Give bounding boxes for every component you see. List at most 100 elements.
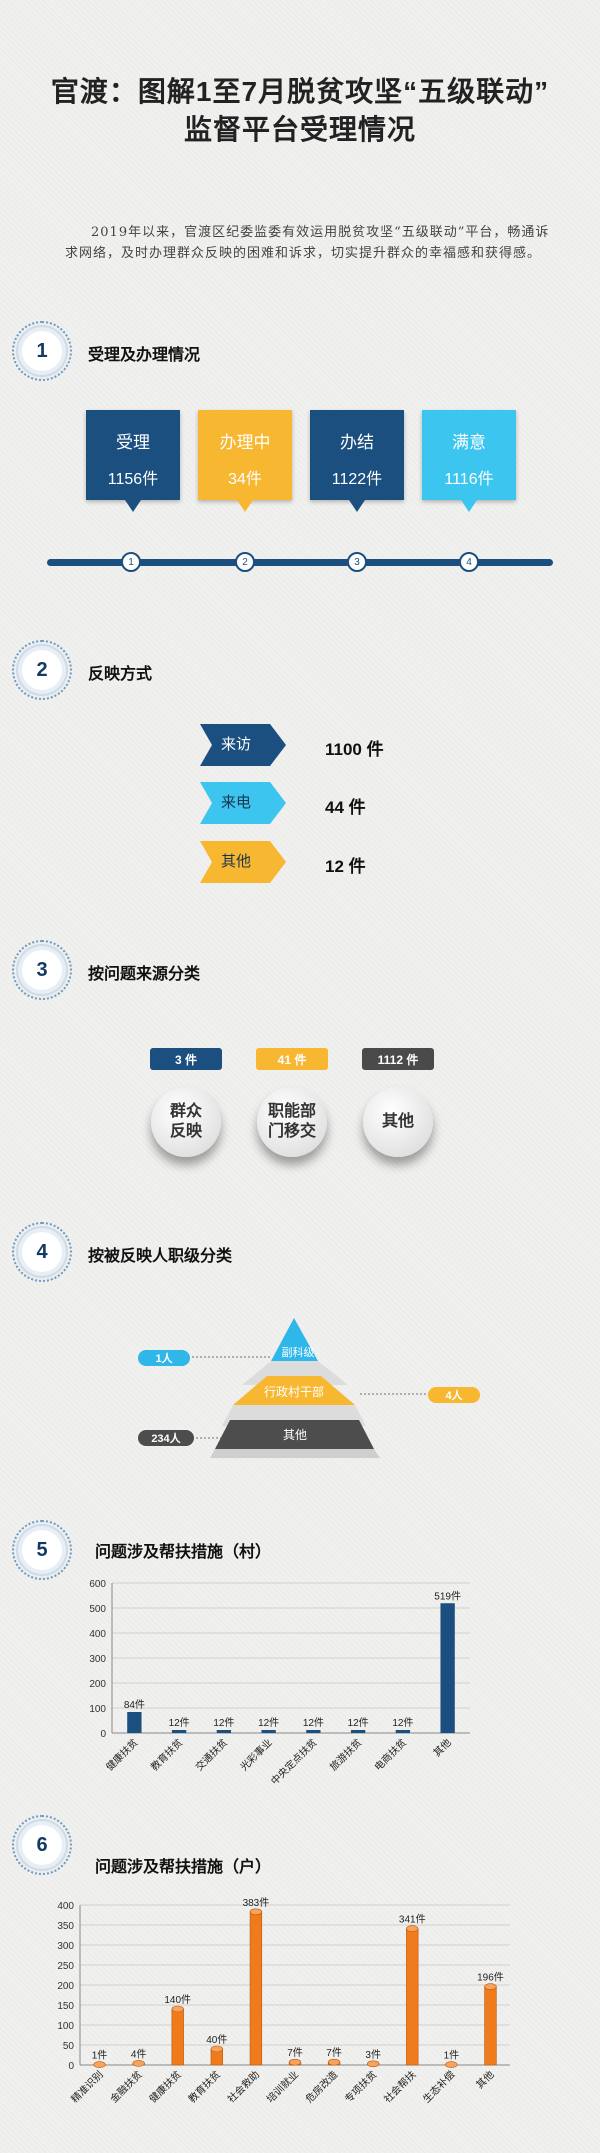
y-tick-label: 300 [57,1941,74,1952]
data-label: 40件 [206,2034,227,2046]
data-label: 12件 [348,1717,369,1729]
y-tick-label: 400 [89,1629,106,1640]
category-label: 危房改造 [303,2068,340,2105]
data-label: 84件 [124,1699,145,1711]
y-tick-label: 500 [89,1604,106,1615]
bar [306,1730,321,1733]
page-title-line1: 官渡：图解1至7月脱贫攻坚“五级联动” [50,76,550,107]
processing-label: 办结 [340,433,374,452]
bar [171,2008,184,2066]
processing-card-completed: 办结 1122件 [310,410,404,512]
y-tick-label: 100 [57,2021,74,2032]
y-tick-label: 0 [68,2061,74,2072]
channel-visit-arrow [200,724,286,766]
bar [171,1730,187,1733]
source-circle-public: 群众反映 [151,1087,221,1157]
source-label-line1: 职能部 [267,1103,316,1120]
bar-cap [445,2061,458,2068]
y-tick-label: 0 [100,1729,106,1740]
timeline-node-4: 4 [459,552,479,572]
y-tick-label: 200 [89,1679,106,1690]
bar [216,1730,232,1733]
processing-label: 受理 [116,433,150,452]
section-6-badge: 6 [12,1815,72,1875]
data-label: 1件 [92,2050,108,2062]
pyramid-tier-middle [233,1376,355,1405]
data-label: 12件 [392,1717,413,1729]
processing-value: 1116件 [444,471,494,488]
processing-label: 办理中 [219,433,271,452]
pyramid-tier-bottom [215,1420,374,1449]
data-label: 1件 [444,2050,460,2062]
channel-phone-label: 来电 [220,794,251,811]
section-3-badge: 3 [12,940,72,1000]
y-tick-label: 150 [57,2001,74,2012]
page-title-line2: 监督平台受理情况 [183,114,416,145]
processing-value: 1122件 [331,471,383,488]
category-label: 金融扶贫 [107,2068,144,2105]
channel-visit-label: 来访 [220,736,251,753]
data-label: 4件 [131,2048,147,2060]
channel-other-label: 其他 [220,853,251,870]
category-label: 中央定点扶贫 [268,1736,320,1788]
bar [350,1730,366,1733]
source-label-line1: 群众 [169,1103,202,1120]
bar-cap [406,1925,419,1932]
pyramid-tier-top [271,1318,318,1361]
category-label: 旅游扶贫 [327,1736,364,1773]
channel-phone-arrow [200,782,286,824]
bar-cap [327,2058,341,2066]
rank-level-label: 行政村干部 [264,1384,324,1399]
data-label: 196件 [477,1972,504,1984]
section-2-badge: 2 [12,640,72,700]
y-tick-label: 400 [57,1901,74,1912]
rank-level-label: 其他 [283,1428,307,1442]
processing-card-satisfied: 满意 1116件 [422,410,516,512]
source-count-public: 3 件 [150,1048,222,1070]
timeline-node-3: 3 [347,552,367,572]
data-label: 12件 [169,1717,190,1729]
bar-cap [210,2045,223,2053]
processing-label: 满意 [452,433,486,452]
category-label: 光彩事业 [237,1736,274,1773]
channel-visit-value: 1100 件 [325,740,384,759]
category-label: 交通扶贫 [193,1736,230,1773]
bar [395,1730,411,1733]
village-measures-bar-chart: 010020030040050060084件健康扶贫12件教育扶贫12件交通扶贫… [89,1579,470,1788]
rank-level-label: 副科级 [282,1345,315,1359]
bar [406,1928,419,2066]
pyramid-tier-shadow [210,1449,380,1458]
category-label: 健康扶贫 [146,2068,183,2105]
y-tick-label: 50 [63,2041,75,2052]
category-label: 社会救助 [225,2068,262,2105]
rank-count-other: 234人 [138,1430,194,1446]
category-label: 专项扶贫 [342,2068,379,2105]
timeline-node-1: 1 [121,552,141,572]
source-label-line1: 其他 [381,1113,414,1130]
data-label: 140件 [164,1994,191,2006]
y-tick-label: 350 [57,1921,74,1932]
timeline-node-2: 2 [235,552,255,572]
bar-cap [171,2005,184,2013]
data-label: 7件 [287,2047,303,2059]
rank-pyramid: 副科级 行政村干部 其他 [192,1318,428,1458]
household-measures-bar-chart: 0501001502002503003504001件精准识别4件金融扶贫140件… [57,1897,510,2105]
processing-card-accepted: 受理 1156件 [86,410,180,512]
bar-cap [132,2060,145,2067]
processing-card-in-progress: 办理中 34件 [198,410,292,512]
source-circle-department: 职能部门移交 [257,1087,327,1157]
bar-cap [249,1908,263,1916]
data-label: 7件 [326,2047,342,2059]
data-label: 3件 [365,2049,381,2061]
bar-cap [484,1983,497,1990]
section-4-title: 按被反映人职级分类 [88,1248,233,1265]
section-5-badge: 5 [12,1520,72,1580]
section-6-title: 问题涉及帮扶措施（户） [95,1859,272,1876]
bar [484,1986,497,2066]
processing-value: 1156件 [107,471,159,488]
y-tick-label: 250 [57,1961,74,1972]
timeline-bar [47,559,553,566]
channel-other-arrow [200,841,286,883]
bar [440,1603,455,1733]
category-label: 其他 [430,1736,453,1759]
